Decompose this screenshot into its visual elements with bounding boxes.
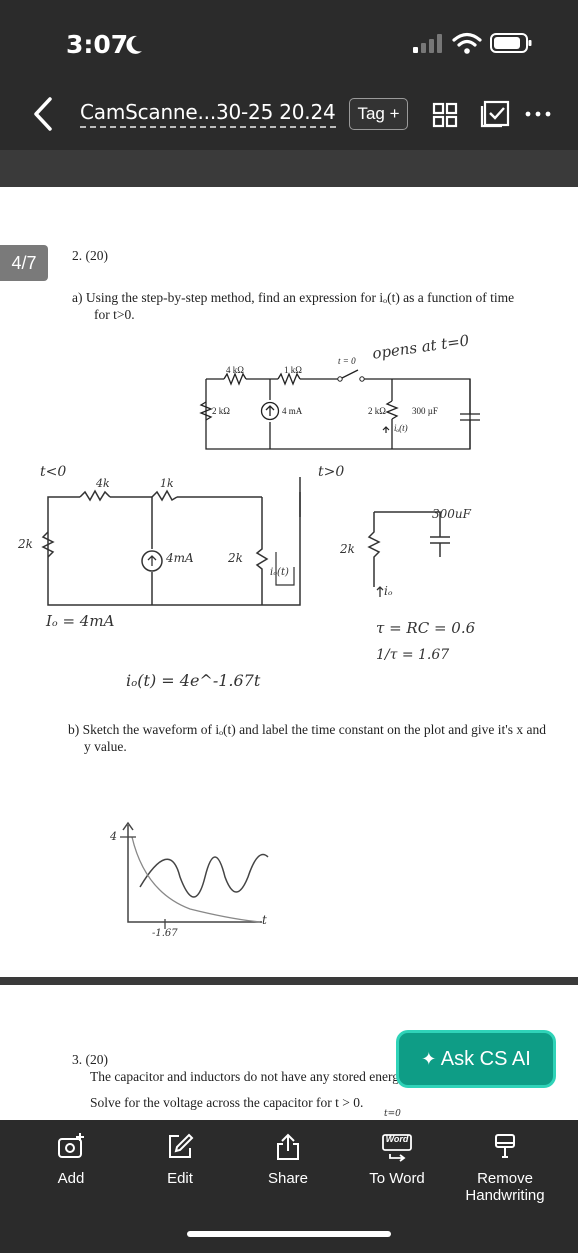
part-b-text-cont: y value. <box>84 739 127 754</box>
hand-1k: 1k <box>160 477 174 490</box>
hand-2k-mid: 2k <box>228 551 243 565</box>
problem-3-number: 3. (20) <box>72 1052 108 1067</box>
share-button[interactable]: Share <box>233 1132 343 1187</box>
add-button[interactable]: Add <box>16 1132 126 1187</box>
ask-cs-ai-label: Ask CS AI <box>440 1048 531 1070</box>
document-title[interactable]: CamScanne...30-25 20.24 <box>80 100 336 128</box>
signal-icon <box>413 34 442 53</box>
battery-icon <box>490 33 532 53</box>
label-1k: 1 kΩ <box>284 365 302 375</box>
moon-icon <box>126 35 142 54</box>
wifi-icon <box>452 32 482 54</box>
remove-handwriting-button[interactable]: Remove Handwriting <box>450 1132 560 1204</box>
edit-button[interactable]: Edit <box>125 1132 235 1187</box>
sparkle-icon: ✦ <box>421 1049 437 1069</box>
add-camera-icon <box>58 1133 84 1158</box>
hand-2k-left: 2k <box>18 537 33 551</box>
problem-3-text-cont: Solve for the voltage across the capacit… <box>90 1095 364 1110</box>
problem-number: 2. (20) <box>72 248 108 263</box>
hand-inverse-tau: 1/τ = 1.67 <box>376 647 450 663</box>
part-a-text-cont: for t>0. <box>94 307 135 322</box>
hand-2k-right: 2k <box>340 542 355 556</box>
part-b-text: b) Sketch the waveform of iₒ(t) and labe… <box>68 722 546 737</box>
share-icon <box>277 1133 299 1160</box>
edit-label: Edit <box>167 1170 193 1187</box>
to-word-button[interactable]: Word To Word <box>342 1132 452 1187</box>
remove-label: Remove <box>477 1170 533 1187</box>
part-a-text: a) Using the step-by-step method, find a… <box>72 290 515 305</box>
circuit-drawing <box>41 369 480 929</box>
app-bar: CamScanne...30-25 20.24 Tag + <box>0 88 578 150</box>
hand-300uf: 300uF <box>432 507 471 521</box>
handwriting-label: Handwriting <box>465 1187 545 1204</box>
add-label: Add <box>57 1170 85 1187</box>
ask-cs-ai-button[interactable]: ✦ Ask CS AI <box>396 1030 556 1088</box>
plot-t-label: t <box>262 913 267 927</box>
hand-t-greater-0: t>0 <box>318 464 345 480</box>
label-switch: t = 0 <box>338 356 356 366</box>
label-2k-right: 2 kΩ <box>368 406 386 416</box>
word-badge-label: Word <box>385 1134 409 1144</box>
hand-io-expression: iₒ(t) = 4e^-1.67t <box>126 671 261 690</box>
back-chevron-icon[interactable] <box>30 96 56 132</box>
grid-view-icon[interactable] <box>432 102 458 128</box>
plot-x-label: -1.67 <box>152 928 178 939</box>
status-time: 3:07 <box>66 30 129 59</box>
eraser-brush-icon <box>495 1134 515 1158</box>
to-word-label: To Word <box>369 1170 425 1187</box>
label-io: iₒ(t) <box>394 423 408 433</box>
hand-t-less-0: t<0 <box>40 464 67 480</box>
more-options-icon[interactable] <box>524 106 552 122</box>
word-export-icon <box>382 1134 412 1162</box>
hand-4k: 4k <box>96 477 110 490</box>
tag-button[interactable]: Tag + <box>349 98 408 130</box>
select-check-icon[interactable] <box>480 100 510 128</box>
label-2k-left: 2 kΩ <box>212 406 230 416</box>
bottom-toolbar: Add Edit Share Word To Word Remove Handw… <box>0 1120 578 1253</box>
status-bar: 3:07 <box>0 0 578 88</box>
label-4k: 4 kΩ <box>226 365 244 375</box>
hand-4ma: 4mA <box>166 551 194 565</box>
hand-io-t: iₒ(t) <box>270 567 289 578</box>
edit-pencil-icon <box>169 1133 194 1158</box>
label-300uf: 300 µF <box>412 406 438 416</box>
hand-tau: τ = RC = 0.6 <box>376 619 476 637</box>
page-indicator: 4/7 <box>0 245 48 281</box>
label-4ma: 4 mA <box>282 406 303 416</box>
plot-y-label: 4 <box>110 830 117 843</box>
problem-3-text: The capacitor and inductors do not have … <box>90 1069 406 1084</box>
hand-t-0: t=0 <box>384 1109 401 1119</box>
hand-io-4ma: Iₒ = 4mA <box>46 612 115 630</box>
hand-io: iₒ <box>384 584 393 598</box>
document-viewer[interactable]: 2. (20) a) Using the step-by-step method… <box>0 150 578 1120</box>
document-page: 2. (20) a) Using the step-by-step method… <box>0 187 578 977</box>
home-indicator <box>187 1231 391 1237</box>
share-label: Share <box>267 1170 309 1187</box>
